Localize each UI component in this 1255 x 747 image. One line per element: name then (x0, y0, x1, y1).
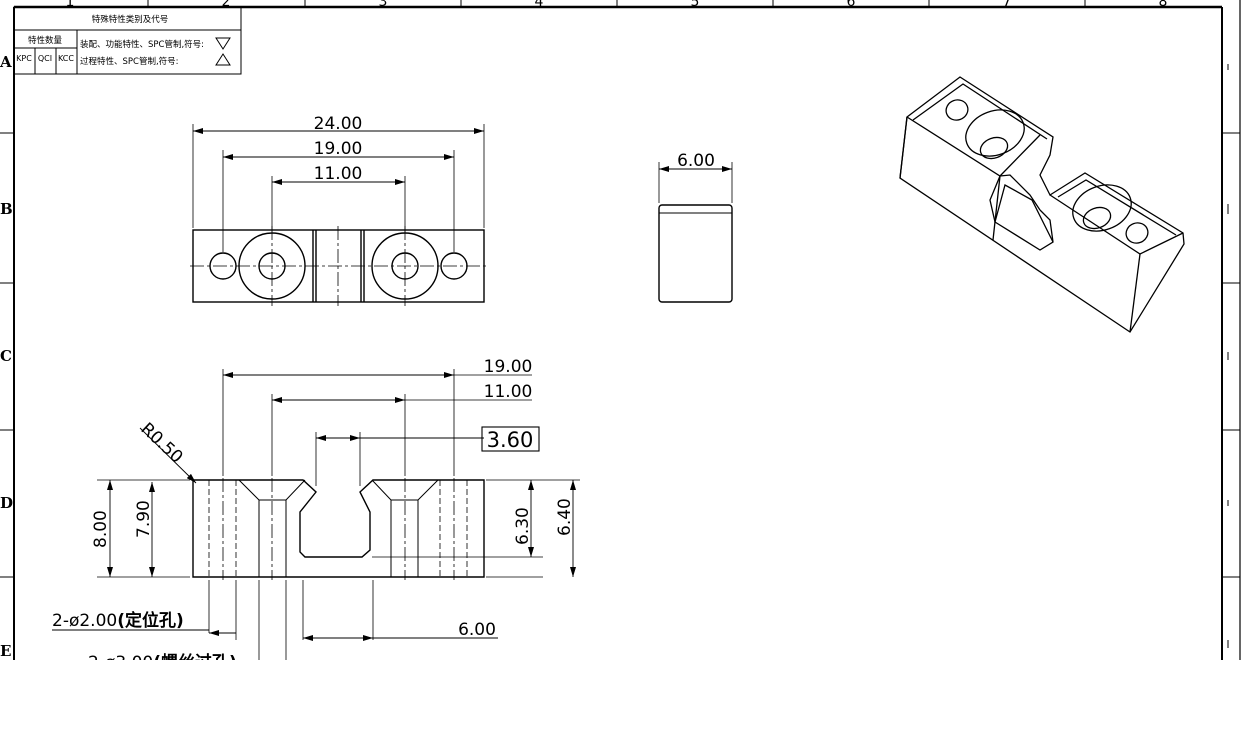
zone-column-4: 4 (535, 0, 544, 10)
front-view: 3.60 19.00 11.00 R0.50 8.00 7.90 6.30 6.… (52, 357, 580, 673)
zone-label-e: E (0, 642, 11, 660)
callout-locating-holes-size: 2-ø2.00 (52, 611, 117, 631)
frame (0, 0, 1241, 660)
zone-label-b: B (0, 200, 13, 218)
triangle-symbol-icon (215, 53, 231, 66)
legend-title: 特殊特性类别及代号 (92, 14, 169, 25)
dim-overall-length: 24.00 (314, 114, 363, 134)
blank-area (0, 660, 1255, 747)
dim-front-width-600: 6.00 (458, 620, 496, 640)
zone-column-3: 3 (379, 0, 388, 10)
dim-front-pin-pitch: 19.00 (484, 357, 533, 377)
dim-corner-radius: R0.50 (137, 419, 187, 468)
zone-label-a: A (0, 53, 12, 71)
callout-locating-holes: 2-ø2.00(定位孔) (52, 610, 184, 631)
side-view: 6.00 (658, 151, 733, 303)
zone-label-d: D (0, 494, 13, 512)
dim-slot-width-basic: 3.60 (487, 428, 534, 452)
legend-count-header: 特性数量 (28, 35, 63, 46)
zone-column-6: 6 (847, 0, 856, 10)
zone-column-8: 8 (1159, 0, 1168, 10)
legend-row-assembly: 装配、功能特性、SPC管制,符号: (80, 39, 204, 50)
inverted-triangle-symbol-icon (215, 37, 231, 50)
legend-code-kpc: KPC (16, 54, 32, 63)
dim-height-790: 7.90 (134, 500, 154, 538)
dim-height-640: 6.40 (555, 498, 575, 536)
legend-row-process: 过程特性、SPC管制,符号: (80, 56, 179, 67)
top-view: 24.00 19.00 11.00 (190, 114, 488, 306)
dim-pin-pitch: 19.00 (314, 139, 363, 159)
dim-width: 6.00 (677, 151, 715, 171)
legend-code-qci: QCI (38, 54, 52, 63)
callout-locating-holes-note: (定位孔) (117, 610, 184, 631)
zone-column-1: 1 (66, 0, 75, 10)
zone-column-5: 5 (691, 0, 700, 10)
zone-column-labels: 1 2 3 4 5 6 7 8 (66, 0, 1168, 10)
special-characteristics-legend: 特殊特性类别及代号 特性数量 KPC QCI KCC 装配、功能特性、SPC管制… (13, 6, 242, 75)
zone-column-7: 7 (1003, 0, 1012, 10)
dim-front-hole-pitch: 11.00 (484, 382, 533, 402)
dim-height-overall: 8.00 (91, 510, 111, 548)
zone-column-2: 2 (222, 0, 231, 10)
isometric-view (899, 76, 1185, 333)
zone-label-c: C (0, 347, 12, 365)
dim-hole-pitch: 11.00 (314, 164, 363, 184)
dim-slot-depth-630: 6.30 (513, 507, 533, 545)
legend-code-kcc: KCC (58, 54, 74, 63)
